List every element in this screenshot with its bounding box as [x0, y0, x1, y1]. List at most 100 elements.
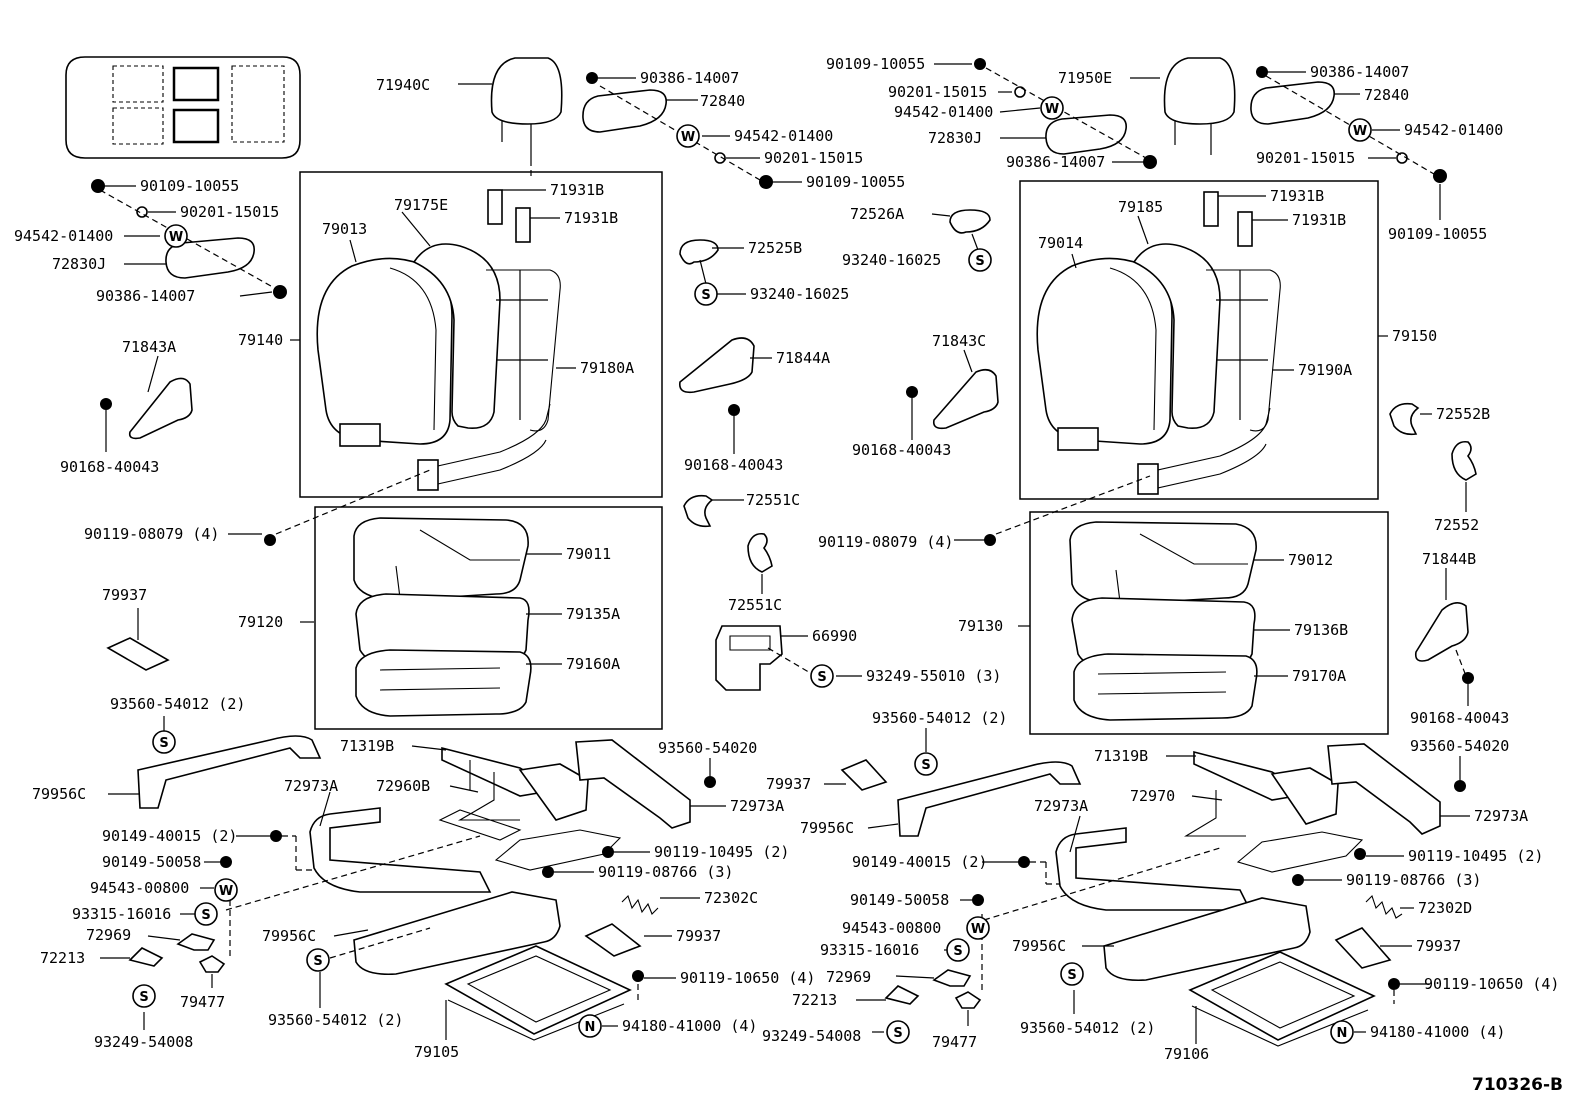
label-72830J: 72830J: [928, 129, 982, 147]
label-79150: 79150: [1392, 327, 1437, 345]
label-94180-41000-4: 94180-41000 (4): [622, 1017, 757, 1035]
label-79175E: 79175E: [394, 196, 448, 214]
label-72969: 72969: [86, 926, 131, 944]
label-79937: 79937: [676, 927, 721, 945]
label-90168-40043: 90168-40043: [684, 456, 783, 474]
headrest-left: [490, 57, 563, 180]
label-90109-10055: 90109-10055: [826, 55, 925, 73]
cover-72552: [1451, 440, 1477, 481]
svg-text:N: N: [1337, 1026, 1348, 1041]
label-72973A: 72973A: [1034, 797, 1088, 815]
side-frame-79956C-right-upper: [897, 761, 1082, 837]
cover-79937-right-lower: [1334, 927, 1392, 969]
frame-72973A-right: [1055, 827, 1252, 911]
label-72213: 72213: [792, 991, 837, 1009]
label-93560-54020: 93560-54020: [1410, 737, 1509, 755]
label-79135A: 79135A: [566, 605, 620, 623]
svg-text:S: S: [975, 254, 984, 269]
cover-72551C-lower: [747, 532, 773, 573]
label-72973A: 72973A: [1474, 807, 1528, 825]
headrest-guides-right: [1203, 191, 1253, 247]
label-90201-15015: 90201-15015: [180, 203, 279, 221]
diagram-code: 710326-B: [1472, 1075, 1563, 1095]
cover-79937-left-upper: [106, 637, 170, 671]
label-72552: 72552: [1434, 516, 1479, 534]
bracket-71844A: [678, 337, 755, 394]
label-90149-50058: 90149-50058: [102, 853, 201, 871]
seatback-right: [1036, 243, 1281, 495]
label-72551C: 72551C: [728, 596, 782, 614]
label-72551C: 72551C: [746, 491, 800, 509]
clip-79477-left: [198, 955, 226, 973]
label-93560-54012-2: 93560-54012 (2): [268, 1011, 403, 1029]
spring-72302C: [621, 894, 659, 915]
side-panel-72973A-left: [575, 739, 691, 829]
side-panel-72973A-right: [1327, 743, 1441, 835]
label-71931B: 71931B: [1270, 187, 1324, 205]
label-90386-14007: 90386-14007: [1006, 153, 1105, 171]
label-94180-41000-4: 94180-41000 (4): [1370, 1023, 1505, 1041]
label-79160A: 79160A: [566, 655, 620, 673]
label-90119-10650-4: 90119-10650 (4): [1424, 975, 1559, 993]
clip-72969-right: [932, 969, 972, 987]
headrest-guides-left: [487, 189, 531, 243]
side-frame-79956C-left-lower: [353, 891, 561, 976]
svg-text:W: W: [169, 230, 183, 245]
svg-text:W: W: [1045, 102, 1059, 117]
label-90119-10495-2: 90119-10495 (2): [654, 843, 789, 861]
label-93560-54020: 93560-54020: [658, 739, 757, 757]
label-94543-00800: 94543-00800: [90, 879, 189, 897]
clip-72213-left: [128, 947, 164, 967]
label-90168-40043: 90168-40043: [852, 441, 951, 459]
svg-text:W: W: [219, 884, 233, 899]
label-72973A: 72973A: [284, 777, 338, 795]
label-90119-08766-3: 90119-08766 (3): [1346, 871, 1481, 889]
label-72840: 72840: [1364, 86, 1409, 104]
label-79130: 79130: [958, 617, 1003, 635]
label-71319B: 71319B: [1094, 747, 1148, 765]
label-79140: 79140: [238, 331, 283, 349]
cover-79937-right-upper: [840, 759, 888, 791]
svg-text:S: S: [313, 954, 322, 969]
label-71940C: 71940C: [376, 76, 430, 94]
bracket-71844B: [1414, 602, 1469, 662]
label-90201-15015: 90201-15015: [888, 83, 987, 101]
svg-text:S: S: [701, 288, 710, 303]
label-90119-08079-4: 90119-08079 (4): [84, 525, 219, 543]
armrest-right-upper: [1250, 81, 1335, 125]
label-79937: 79937: [102, 586, 147, 604]
label-93249-55010-3: 93249-55010 (3): [866, 667, 1001, 685]
label-72302D: 72302D: [1418, 899, 1472, 917]
label-72302C: 72302C: [704, 889, 758, 907]
label-93560-54012-2: 93560-54012 (2): [1020, 1019, 1155, 1037]
label-71843C: 71843C: [932, 332, 986, 350]
label-93315-16016: 93315-16016: [820, 941, 919, 959]
label-90119-08766-3: 90119-08766 (3): [598, 863, 733, 881]
seatback-left: [316, 243, 561, 491]
label-90149-40015-2: 90149-40015 (2): [852, 853, 987, 871]
label-79937: 79937: [1416, 937, 1461, 955]
armrest-right-lower: [1045, 114, 1127, 155]
svg-text:S: S: [139, 990, 148, 1005]
label-79956C: 79956C: [32, 785, 86, 803]
label-79105: 79105: [414, 1043, 459, 1061]
label-79170A: 79170A: [1292, 667, 1346, 685]
cover-79937-left-lower: [584, 923, 642, 957]
label-90119-10650-4: 90119-10650 (4): [680, 969, 815, 987]
track-71319B-left: [438, 746, 622, 871]
label-93249-54008: 93249-54008: [762, 1027, 861, 1045]
cushion-assembly-box-right: [1029, 511, 1389, 735]
label-72525B: 72525B: [748, 239, 802, 257]
label-94543-00800: 94543-00800: [842, 919, 941, 937]
label-71931B: 71931B: [1292, 211, 1346, 229]
svg-text:S: S: [817, 670, 826, 685]
label-79011: 79011: [566, 545, 611, 563]
label-90109-10055: 90109-10055: [1388, 225, 1487, 243]
cushion-left: [353, 517, 532, 717]
cover-72551C-upper: [683, 494, 714, 528]
label-79180A: 79180A: [580, 359, 634, 377]
svg-text:S: S: [921, 758, 930, 773]
label-72969: 72969: [826, 968, 871, 986]
label-94542-01400: 94542-01400: [894, 103, 993, 121]
